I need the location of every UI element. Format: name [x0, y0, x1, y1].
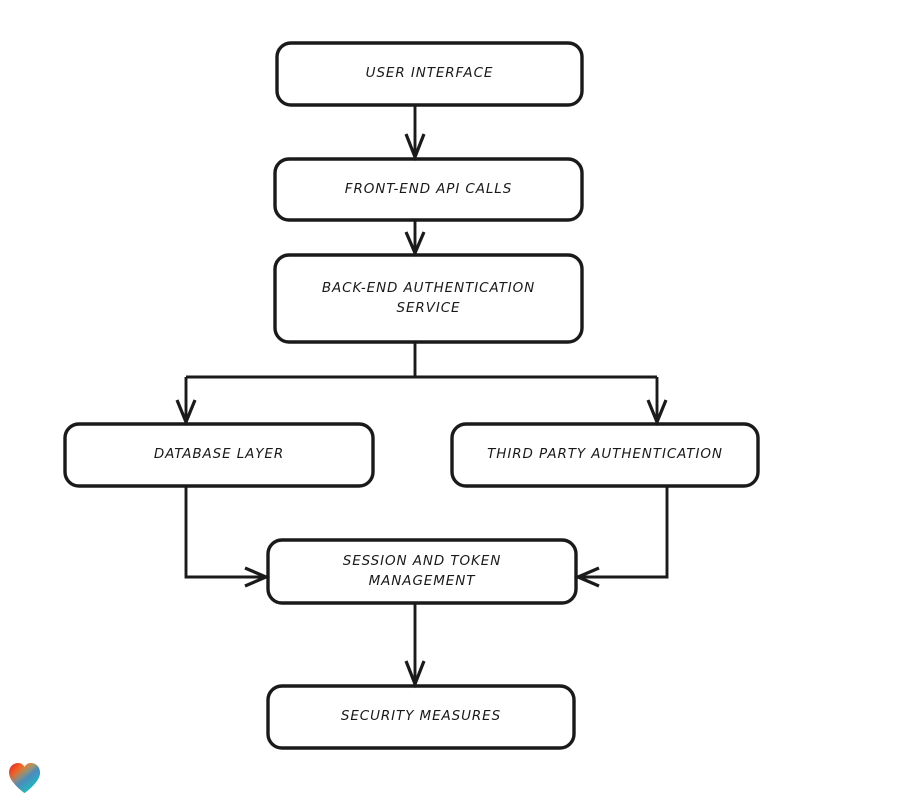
node-database-layer[interactable] — [63, 422, 375, 488]
node-backend-auth-service[interactable] — [273, 253, 584, 344]
node-session-token-management[interactable] — [266, 538, 578, 605]
heart-icon — [9, 763, 40, 793]
arrowhead-database-to-session — [244, 566, 271, 588]
node-frontend-api-calls[interactable] — [273, 157, 584, 222]
arrowhead-thirdparty-to-session — [573, 566, 600, 588]
edge-database-to-session — [184, 486, 266, 579]
arrowhead-ui-to-frontend — [404, 133, 426, 162]
arrowhead-frontend-to-backend — [404, 231, 426, 258]
arrowhead-backend-to-database — [175, 399, 197, 427]
node-security-measures[interactable] — [266, 684, 576, 750]
node-third-party-auth[interactable] — [450, 422, 760, 488]
node-user-interface[interactable] — [275, 41, 584, 107]
arrowhead-session-to-security — [404, 660, 426, 689]
edge-thirdparty-to-session — [578, 486, 669, 579]
arrowhead-backend-to-thirdparty — [646, 399, 668, 427]
